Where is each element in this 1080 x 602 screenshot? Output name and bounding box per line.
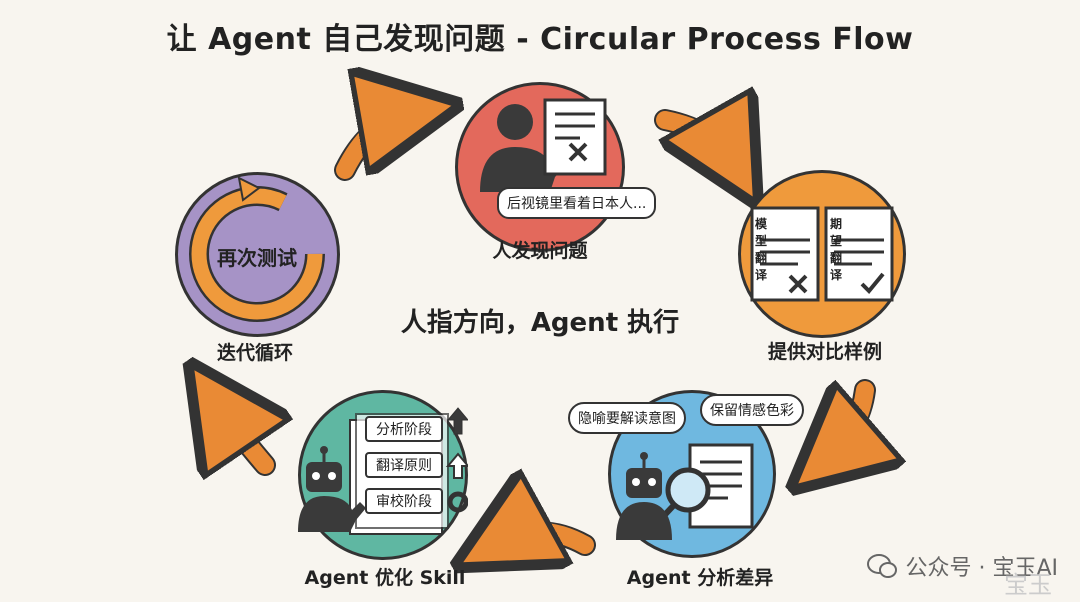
thought-cloud-left: 隐喻要解读意图: [568, 402, 686, 434]
node-label-agent-analyzes: Agent 分析差异: [626, 567, 774, 589]
center-caption: 人指方向，Agent 执行: [400, 308, 680, 338]
robot-magnifier-icon: [616, 443, 754, 540]
arrow-examples-to-analyze: [830, 390, 865, 456]
step-box-2: 翻译原则: [365, 452, 443, 478]
arrow-analyze-to-optimize: [500, 532, 594, 545]
doc-label-model: 模型翻译: [755, 217, 768, 282]
page-title: 让 Agent 自己发现问题 - Circular Process Flow: [166, 22, 914, 57]
step-box-3: 审校阶段: [365, 488, 443, 514]
arrow-optimize-to-iterate: [218, 405, 265, 465]
iterate-inner-text: 再次测试: [217, 246, 297, 270]
node-label-agent-optimizes: Agent 优化 Skill: [304, 567, 466, 589]
thought-cloud-right: 保留情感色彩: [700, 394, 804, 426]
watermark-ghost: 宝玉: [1004, 571, 1052, 599]
arrow-human-to-examples: [656, 120, 732, 160]
watermark-text: 公众号 · 宝玉AI: [905, 556, 1058, 581]
node-label-provide-examples: 提供对比样例: [767, 341, 882, 363]
comment-bubble: 后视镜里看着日本人...: [497, 187, 657, 219]
doc-label-expected: 期望翻译: [830, 217, 843, 282]
arrow-iterate-to-human: [336, 113, 410, 179]
node-label-iterate: 迭代循环: [216, 342, 293, 364]
refresh-cycle-icon: [189, 176, 325, 322]
step-box-1: 分析阶段: [365, 416, 443, 442]
wechat-icon: [867, 554, 898, 578]
watermark: 公众号 · 宝玉AI: [867, 550, 1058, 582]
node-label-human-finds: 人发现问题: [492, 240, 588, 262]
person-pointing-icon: [480, 98, 607, 192]
compare-documents-icon: [750, 206, 894, 302]
